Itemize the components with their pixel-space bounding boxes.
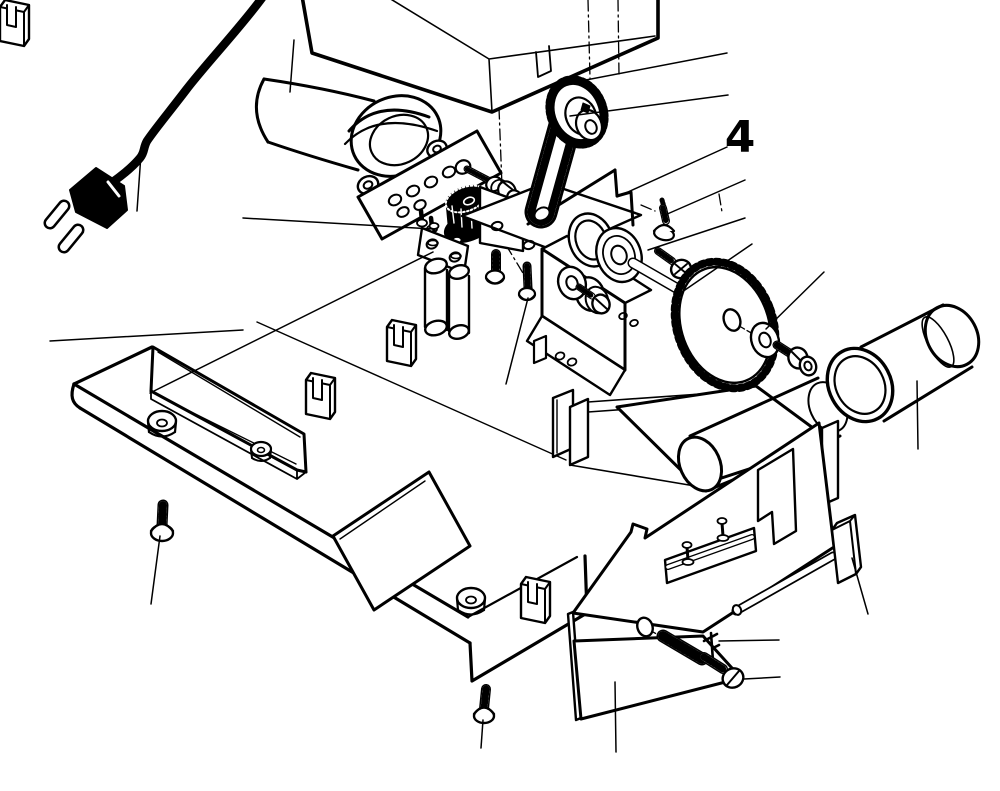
retainer-pin xyxy=(702,631,721,663)
motor-mount-plate xyxy=(356,129,503,241)
base-tray xyxy=(70,321,589,683)
leader-line xyxy=(150,535,161,605)
motor-strap xyxy=(347,108,431,133)
rail-screw xyxy=(681,541,695,566)
clip-strip xyxy=(532,334,548,365)
rail-screw xyxy=(716,517,730,542)
tray-partition-ramp xyxy=(331,470,472,612)
plate-window xyxy=(756,447,798,546)
leader-line xyxy=(289,39,295,93)
boss-foot xyxy=(146,409,178,438)
pivot-pin xyxy=(636,616,654,638)
housing-screw-vertical xyxy=(652,197,676,242)
callout-label-4: 4 xyxy=(725,112,756,163)
sprocket-bushing xyxy=(798,355,818,377)
ball-bearing xyxy=(595,226,643,284)
leader-line xyxy=(718,639,780,642)
leader-line xyxy=(49,329,244,342)
tension-screw xyxy=(699,652,745,689)
lower-pulley-tip xyxy=(533,206,551,222)
spring xyxy=(656,629,709,666)
mounting-screw xyxy=(517,261,537,302)
leader-line xyxy=(569,94,729,117)
boss-foot xyxy=(249,440,273,462)
leader-line xyxy=(765,271,825,330)
leader-line xyxy=(664,179,746,216)
belt-pulley-gear xyxy=(545,75,609,149)
leader-line xyxy=(480,719,484,749)
leader-line xyxy=(681,243,753,293)
leader-line xyxy=(614,681,617,753)
leader-line xyxy=(505,297,529,385)
clamp-knob xyxy=(825,303,981,424)
capacitor xyxy=(423,257,471,340)
leader-line xyxy=(564,52,728,85)
motor xyxy=(253,77,448,196)
leader-line xyxy=(149,251,434,394)
power-plug xyxy=(43,167,128,254)
u-clip xyxy=(0,0,31,48)
wheel-hub-and-clamp-screw xyxy=(556,265,611,315)
leader-line xyxy=(647,217,746,251)
sprocket-wheel xyxy=(670,257,780,393)
guide-plate-lower xyxy=(572,634,743,721)
leader-line xyxy=(916,380,919,450)
guide-rod xyxy=(731,551,838,616)
leader-line xyxy=(136,153,142,212)
leader-line xyxy=(851,557,869,615)
power-cord xyxy=(92,0,266,198)
leader-line xyxy=(616,146,728,198)
leader-line xyxy=(743,676,781,680)
leader-line xyxy=(242,217,434,230)
tray-pocket xyxy=(149,345,308,480)
leader-lines xyxy=(49,39,919,753)
foot-screw xyxy=(472,684,496,725)
foot-screw xyxy=(149,499,175,543)
boss-foot xyxy=(455,586,487,616)
sprocket-screw xyxy=(772,340,818,377)
mounting-screw xyxy=(484,249,506,285)
sprocket-washer xyxy=(749,321,781,359)
top-cover-housing xyxy=(300,0,660,114)
